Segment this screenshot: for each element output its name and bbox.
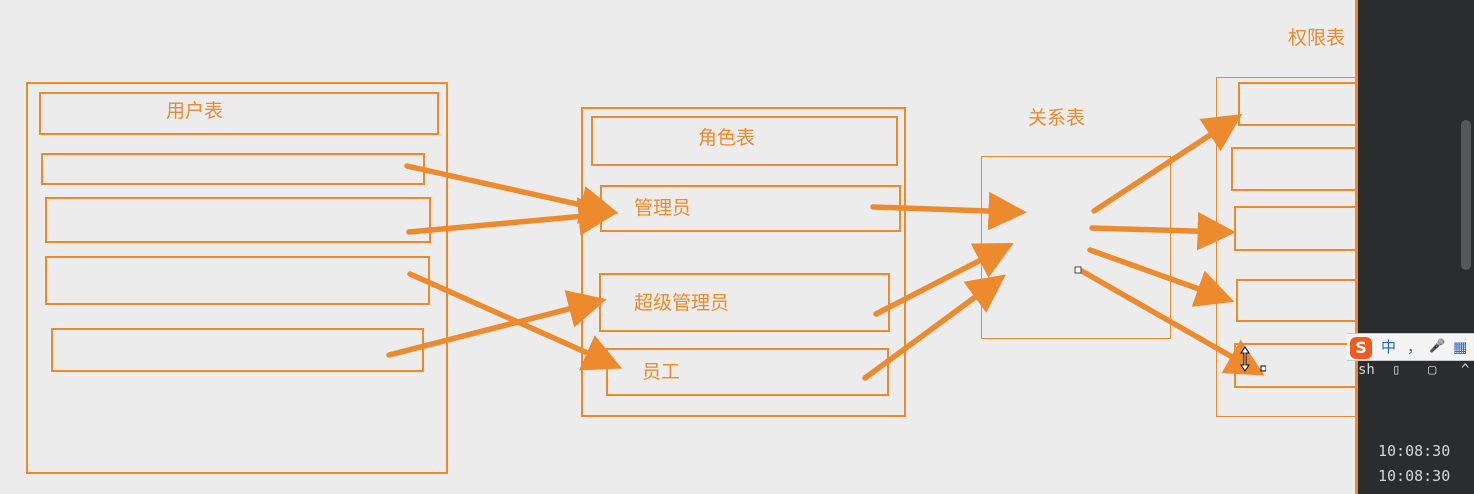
user-row (51, 328, 424, 372)
permission-table-title: 权限表 (1288, 27, 1346, 49)
ime-voice-icon[interactable]: 🎤 (1429, 339, 1446, 354)
role-table-title: 角色表 (698, 127, 756, 149)
relation-table-box (981, 156, 1171, 339)
terminal-scrollbar[interactable] (1461, 120, 1471, 270)
ime-punctuation-toggle[interactable]: ， (1407, 338, 1423, 356)
user-row (41, 153, 425, 185)
user-table-title: 用户表 (166, 100, 224, 122)
user-row (45, 256, 430, 305)
terminal-timestamp: 10:08:30 (1378, 442, 1451, 460)
role-label-super-admin: 超级管理员 (634, 292, 730, 314)
ime-toolbar[interactable]: S 中 ， 🎤 ▦ (1347, 333, 1474, 361)
terminal-timestamp: 10:08:30 (1378, 467, 1451, 485)
terminal-caret-icon: ^ (1461, 362, 1470, 378)
terminal-cursor-icon: ▯ (1392, 362, 1401, 378)
terminal-prompt-fragment: sh (1358, 362, 1375, 378)
ime-logo-icon[interactable]: S (1350, 337, 1372, 359)
role-label-admin: 管理员 (634, 197, 692, 219)
relation-table-title: 关系表 (1028, 107, 1086, 129)
user-table-header (39, 92, 439, 135)
terminal-panel: sh ▯ ▢ ^ 10:08:30 10:08:30 (1355, 0, 1474, 494)
resize-cursor-icon (1240, 346, 1266, 372)
ime-keyboard-grid-icon[interactable]: ▦ (1453, 338, 1468, 356)
ime-mode-toggle[interactable]: 中 (1381, 338, 1397, 356)
role-table-header (591, 116, 898, 166)
terminal-status-strip: sh ▯ ▢ ^ (1358, 362, 1474, 384)
user-row (45, 197, 431, 243)
role-label-employee: 员工 (642, 361, 681, 383)
terminal-square-icon: ▢ (1428, 362, 1437, 378)
